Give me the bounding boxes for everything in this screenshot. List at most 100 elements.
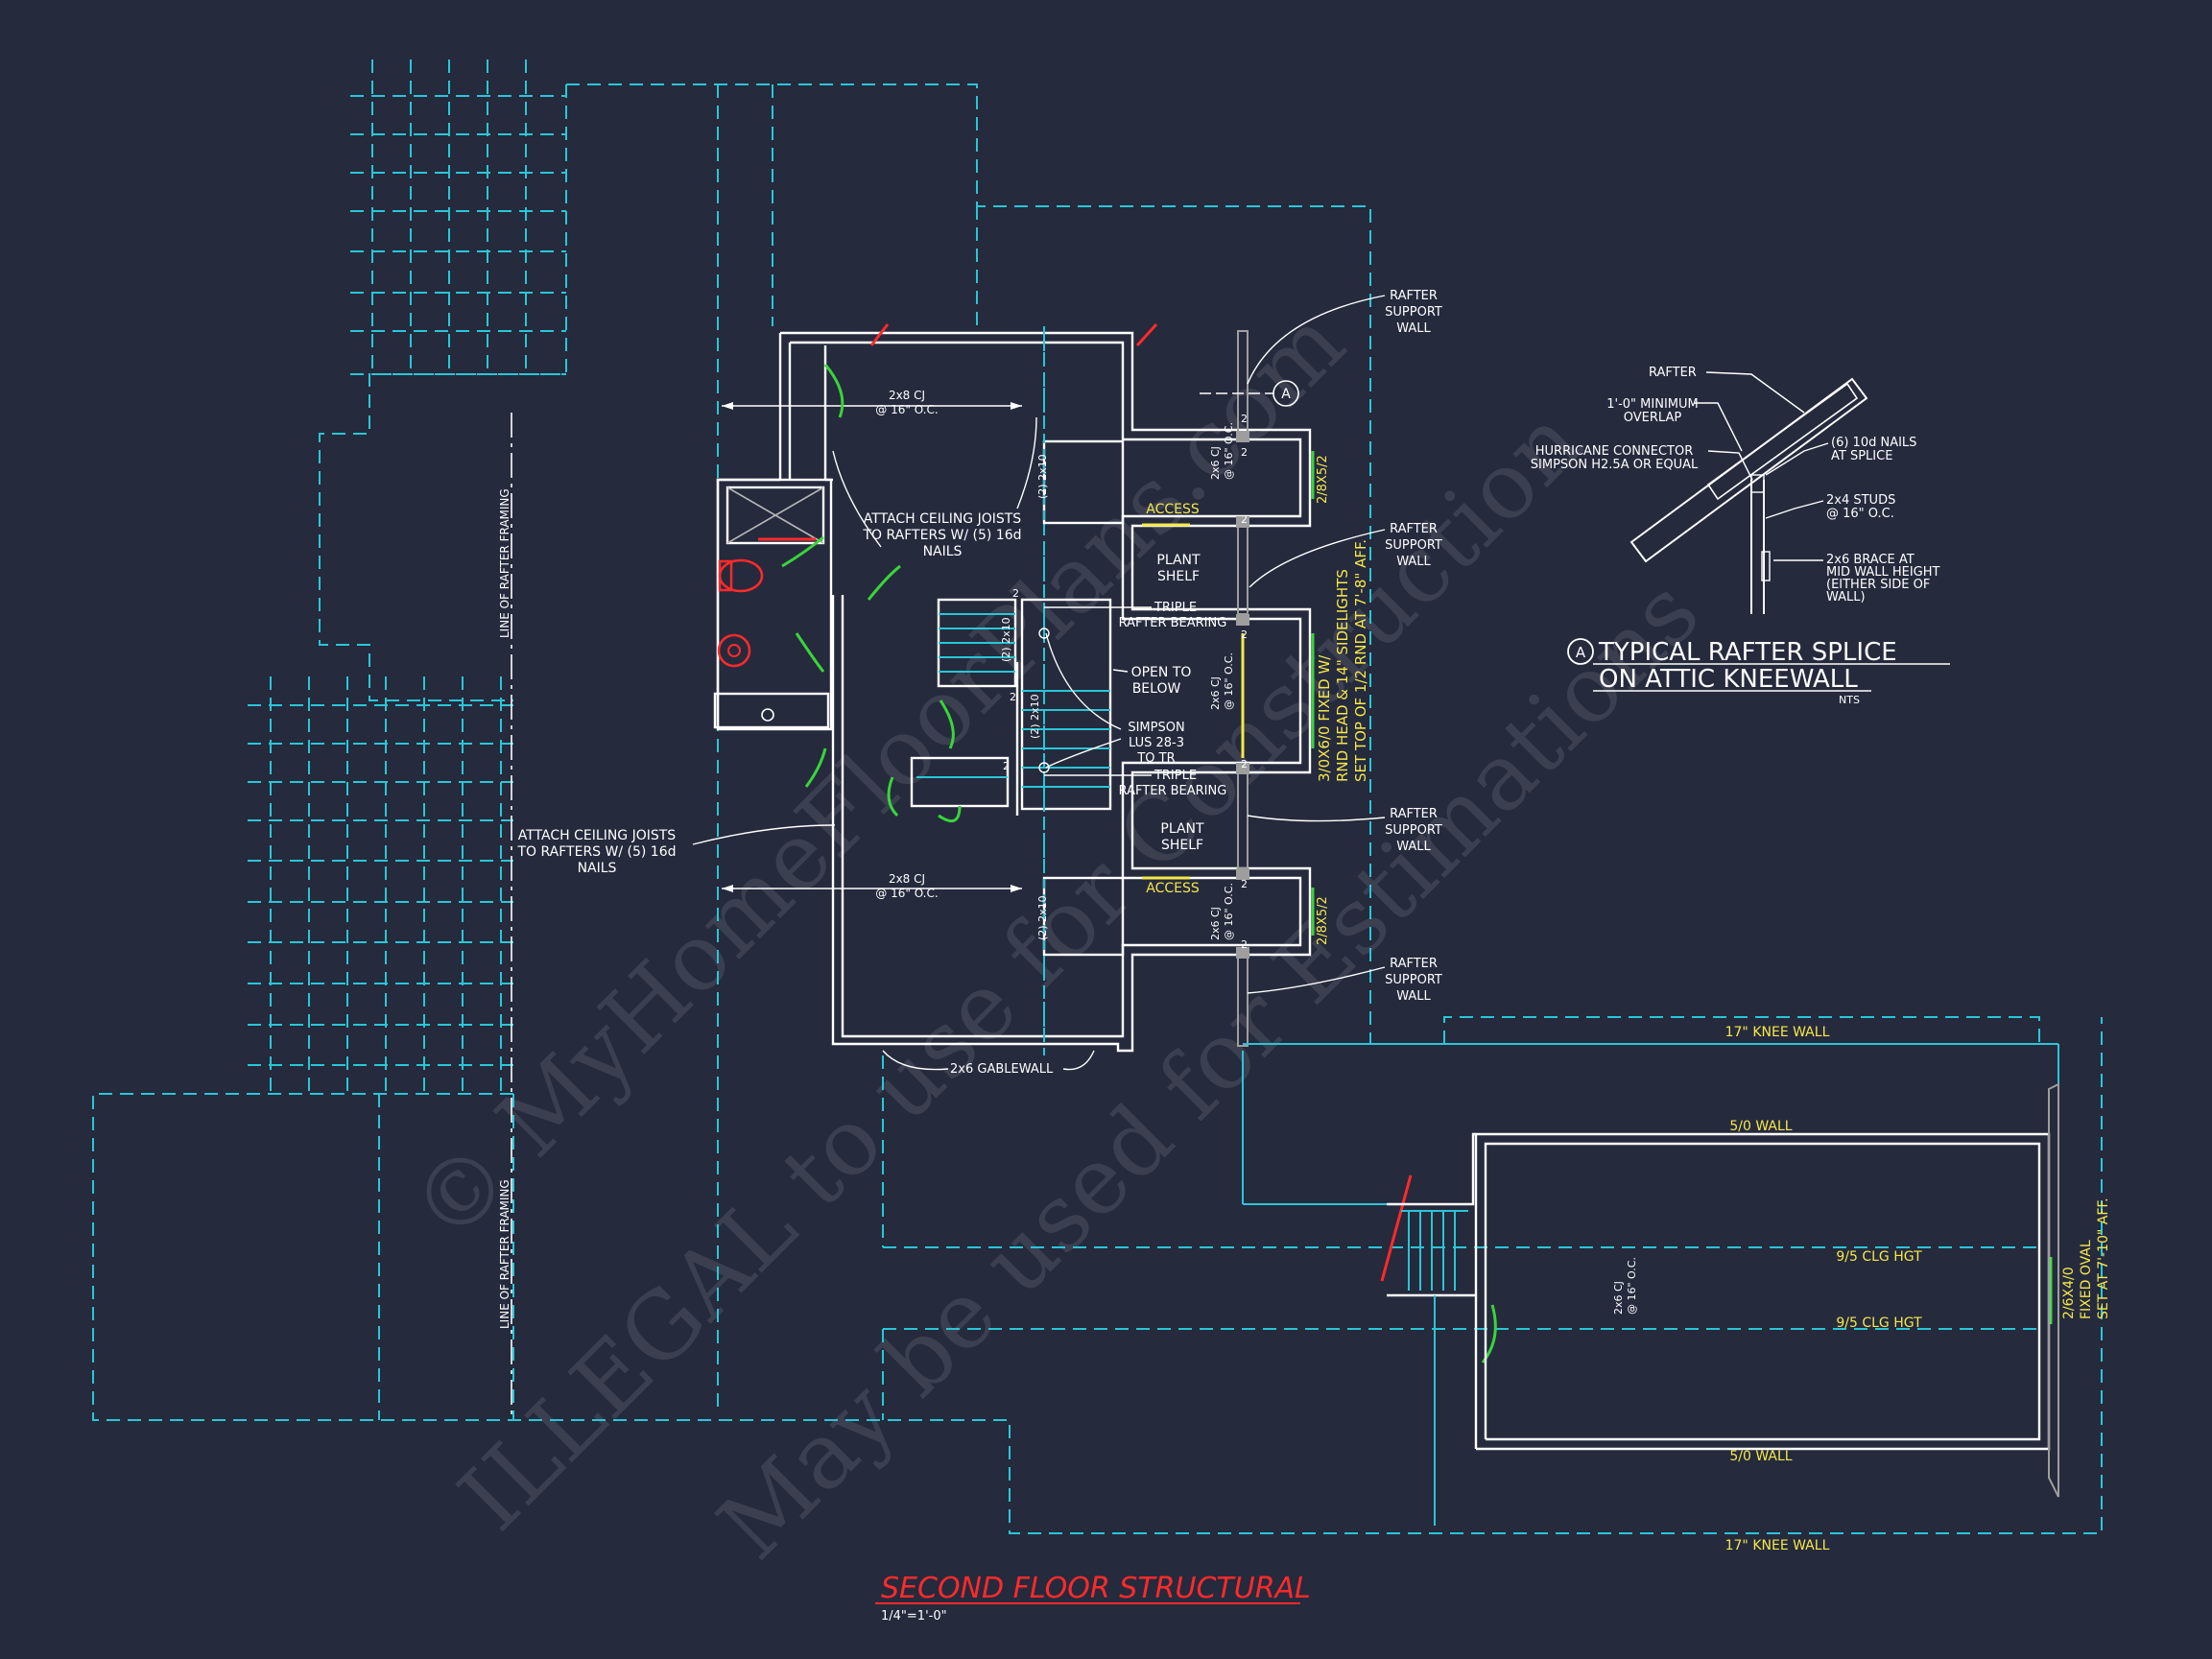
red-marks <box>869 322 1413 1282</box>
post-num-3: 2 <box>1241 513 1248 526</box>
stair-treads <box>916 613 1110 788</box>
rsw4-l3: WALL <box>1396 989 1431 1004</box>
detail-title-2: ON ATTIC KNEEWALL <box>1599 665 1858 694</box>
wc-l2: RND HEAD & 14" SIDELIGHTS <box>1334 569 1351 782</box>
ds-l2: @ 16" O.C. <box>1826 507 1894 521</box>
post-num-4: 2 <box>1241 628 1248 641</box>
window-marks <box>1142 451 2053 1324</box>
rafter-grid-upper <box>350 59 566 375</box>
aj-up-l2: TO RAFTERS W/ (5) 16d <box>862 528 1021 543</box>
cj2x6-c: 2x6 CJ@ 16" O.C. <box>1209 883 1235 940</box>
tb1-l2: RAFTER BEARING <box>1119 616 1227 630</box>
ps2-l2: SHELF <box>1161 838 1203 853</box>
rsw1-l2: SUPPORT <box>1385 305 1442 320</box>
bonus-cj-label: 2x6 CJ@ 16" O.C. <box>1612 1257 1638 1315</box>
simp-l3: TO TR <box>1136 751 1175 766</box>
knee-wall-bottom-label: 17" KNEE WALL <box>1725 1538 1830 1553</box>
joist-span-arrows <box>722 326 1045 1055</box>
ow-l3: SET AT 7'-10" AFF. <box>2096 1197 2111 1319</box>
bcj-l2: @ 16" O.C. <box>1626 1257 1638 1315</box>
otb-l1: OPEN TO <box>1131 665 1192 680</box>
aj-up-l3: NAILS <box>923 544 963 559</box>
post-num-7: 2 <box>1241 938 1248 951</box>
cj2x6-b-l2: @ 16" O.C. <box>1223 652 1235 710</box>
gablewall-label: 2x6 GABLEWALL <box>950 1062 1054 1077</box>
rsw4-l2: SUPPORT <box>1385 973 1442 987</box>
db-l1: 2x6 BRACE AT <box>1826 553 1915 567</box>
ow-l1: 2/6X4/0 <box>2061 1267 2077 1319</box>
dov-l1: 1'-0" MINIMUM <box>1606 397 1698 412</box>
bcj-l1: 2x6 CJ <box>1612 1281 1625 1315</box>
wc-l1: 3/0X6/0 FIXED W/ <box>1316 654 1333 782</box>
section-marker-a: A <box>1200 380 1299 407</box>
simp-l2: LUS 28-3 <box>1129 736 1184 750</box>
tb2-l2: RAFTER BEARING <box>1119 784 1227 798</box>
access-label-2: ACCESS <box>1146 881 1200 896</box>
rsw2-l2: SUPPORT <box>1385 538 1442 553</box>
tb1-l1: TRIPLE <box>1154 601 1197 615</box>
dov-l2: OVERLAP <box>1624 411 1682 425</box>
header-2x10-4: (2) 2x10 <box>1029 694 1041 739</box>
cj2x6-a: 2x6 CJ@ 16" O.C. <box>1209 422 1235 480</box>
post-num-6: 2 <box>1241 878 1248 890</box>
bonus-room <box>1242 1043 2059 1526</box>
tb2-l1: TRIPLE <box>1154 769 1197 783</box>
header-2x10-3: (2) 2x10 <box>1000 617 1012 662</box>
rsw3-l2: SUPPORT <box>1385 823 1442 838</box>
clg-hgt-label-2: 9/5 CLG HGT <box>1836 1315 1922 1331</box>
sheet-title: SECOND FLOOR STRUCTURAL <box>881 1572 1311 1605</box>
ps1-l1: PLANT <box>1156 553 1201 568</box>
detail-studs: 2x4 STUDS@ 16" O.C. <box>1826 493 1895 521</box>
cj2x6-a-l1: 2x6 CJ <box>1209 446 1222 480</box>
cj2x6-c-l1: 2x6 CJ <box>1209 907 1222 940</box>
aj-lo-l3: NAILS <box>578 861 617 876</box>
otb-l2: BELOW <box>1132 681 1181 697</box>
dn-l1: (6) 10d NAILS <box>1831 436 1916 450</box>
cj-bottom-label: 2x8 CJ@ 16" O.C. <box>875 872 938 900</box>
aj-lo-l1: ATTACH CEILING JOISTS <box>518 828 677 843</box>
post-num-10: 2 <box>1003 760 1010 772</box>
rsw1-l1: RAFTER <box>1390 289 1438 303</box>
cj2x6-b: 2x6 CJ@ 16" O.C. <box>1209 652 1235 710</box>
rsw3-l1: RAFTER <box>1390 807 1438 821</box>
rsw2-l1: RAFTER <box>1390 522 1438 536</box>
db-l2: MID WALL HEIGHT <box>1826 565 1940 580</box>
cj-bottom-l2: @ 16" O.C. <box>875 887 938 900</box>
post-num-2: 2 <box>1241 446 1248 459</box>
rafter-framing-label-upper: LINE OF RAFTER FRAMING <box>498 488 511 638</box>
header-2x10-2: (2) 2x10 <box>1036 895 1049 940</box>
rsw3-l3: WALL <box>1396 840 1431 854</box>
post-num-1: 2 <box>1241 413 1248 425</box>
detail-title-1: TYPICAL RAFTER SPLICE <box>1598 638 1897 667</box>
rafter-grid-lower <box>248 676 513 1094</box>
rafter-framing-label-lower: LINE OF RAFTER FRAMING <box>498 1179 511 1329</box>
knee-wall-top-label: 17" KNEE WALL <box>1725 1025 1830 1040</box>
detail-scale: NTS <box>1839 694 1860 706</box>
ps1-l2: SHELF <box>1157 569 1200 584</box>
wc-l3: SET TOP OF 1/2 RND AT 7'-8" AFF. <box>1352 539 1369 782</box>
dh-l1: HURRICANE CONNECTOR <box>1535 444 1694 459</box>
clg-hgt-label-1: 9/5 CLG HGT <box>1836 1249 1922 1265</box>
cj2x6-a-l2: @ 16" O.C. <box>1223 422 1235 480</box>
ds-l1: 2x4 STUDS <box>1826 493 1895 508</box>
window-center-note: 3/0X6/0 FIXED W/RND HEAD & 14" SIDELIGHT… <box>1316 539 1369 782</box>
door-swings <box>781 364 1497 1363</box>
post-num-9: 2 <box>1010 691 1016 703</box>
sheet-scale: 1/4"=1'-0" <box>881 1609 947 1623</box>
db-l4: WALL) <box>1826 590 1866 604</box>
window-bottom-label: 2/8X5/2 <box>1316 896 1330 945</box>
